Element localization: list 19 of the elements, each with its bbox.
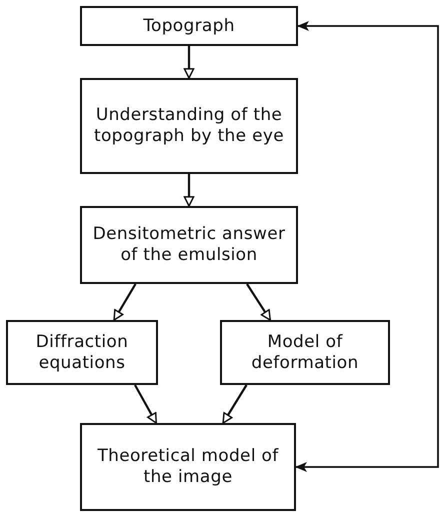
box-label: Theoretical model of the image bbox=[96, 446, 280, 488]
arrow bbox=[113, 283, 136, 321]
process-box bbox=[80, 78, 298, 174]
box-label: Topograph bbox=[143, 16, 235, 36]
box-label: Densitometric answer of the emulsion bbox=[92, 224, 286, 266]
box-label: Understanding of the topograph by the eye bbox=[93, 105, 285, 147]
arrow bbox=[134, 384, 158, 424]
arrow bbox=[246, 283, 272, 321]
process-box bbox=[6, 320, 158, 385]
process-box bbox=[80, 6, 298, 46]
arrow bbox=[184, 46, 194, 79]
process-box bbox=[220, 320, 390, 385]
arrow bbox=[222, 384, 248, 424]
arrow bbox=[184, 174, 194, 207]
box-label: Model of deformation bbox=[250, 332, 360, 374]
arrow bbox=[295, 21, 439, 472]
process-box bbox=[80, 423, 296, 511]
box-label: Diffraction equations bbox=[34, 332, 130, 374]
process-box bbox=[80, 206, 298, 284]
